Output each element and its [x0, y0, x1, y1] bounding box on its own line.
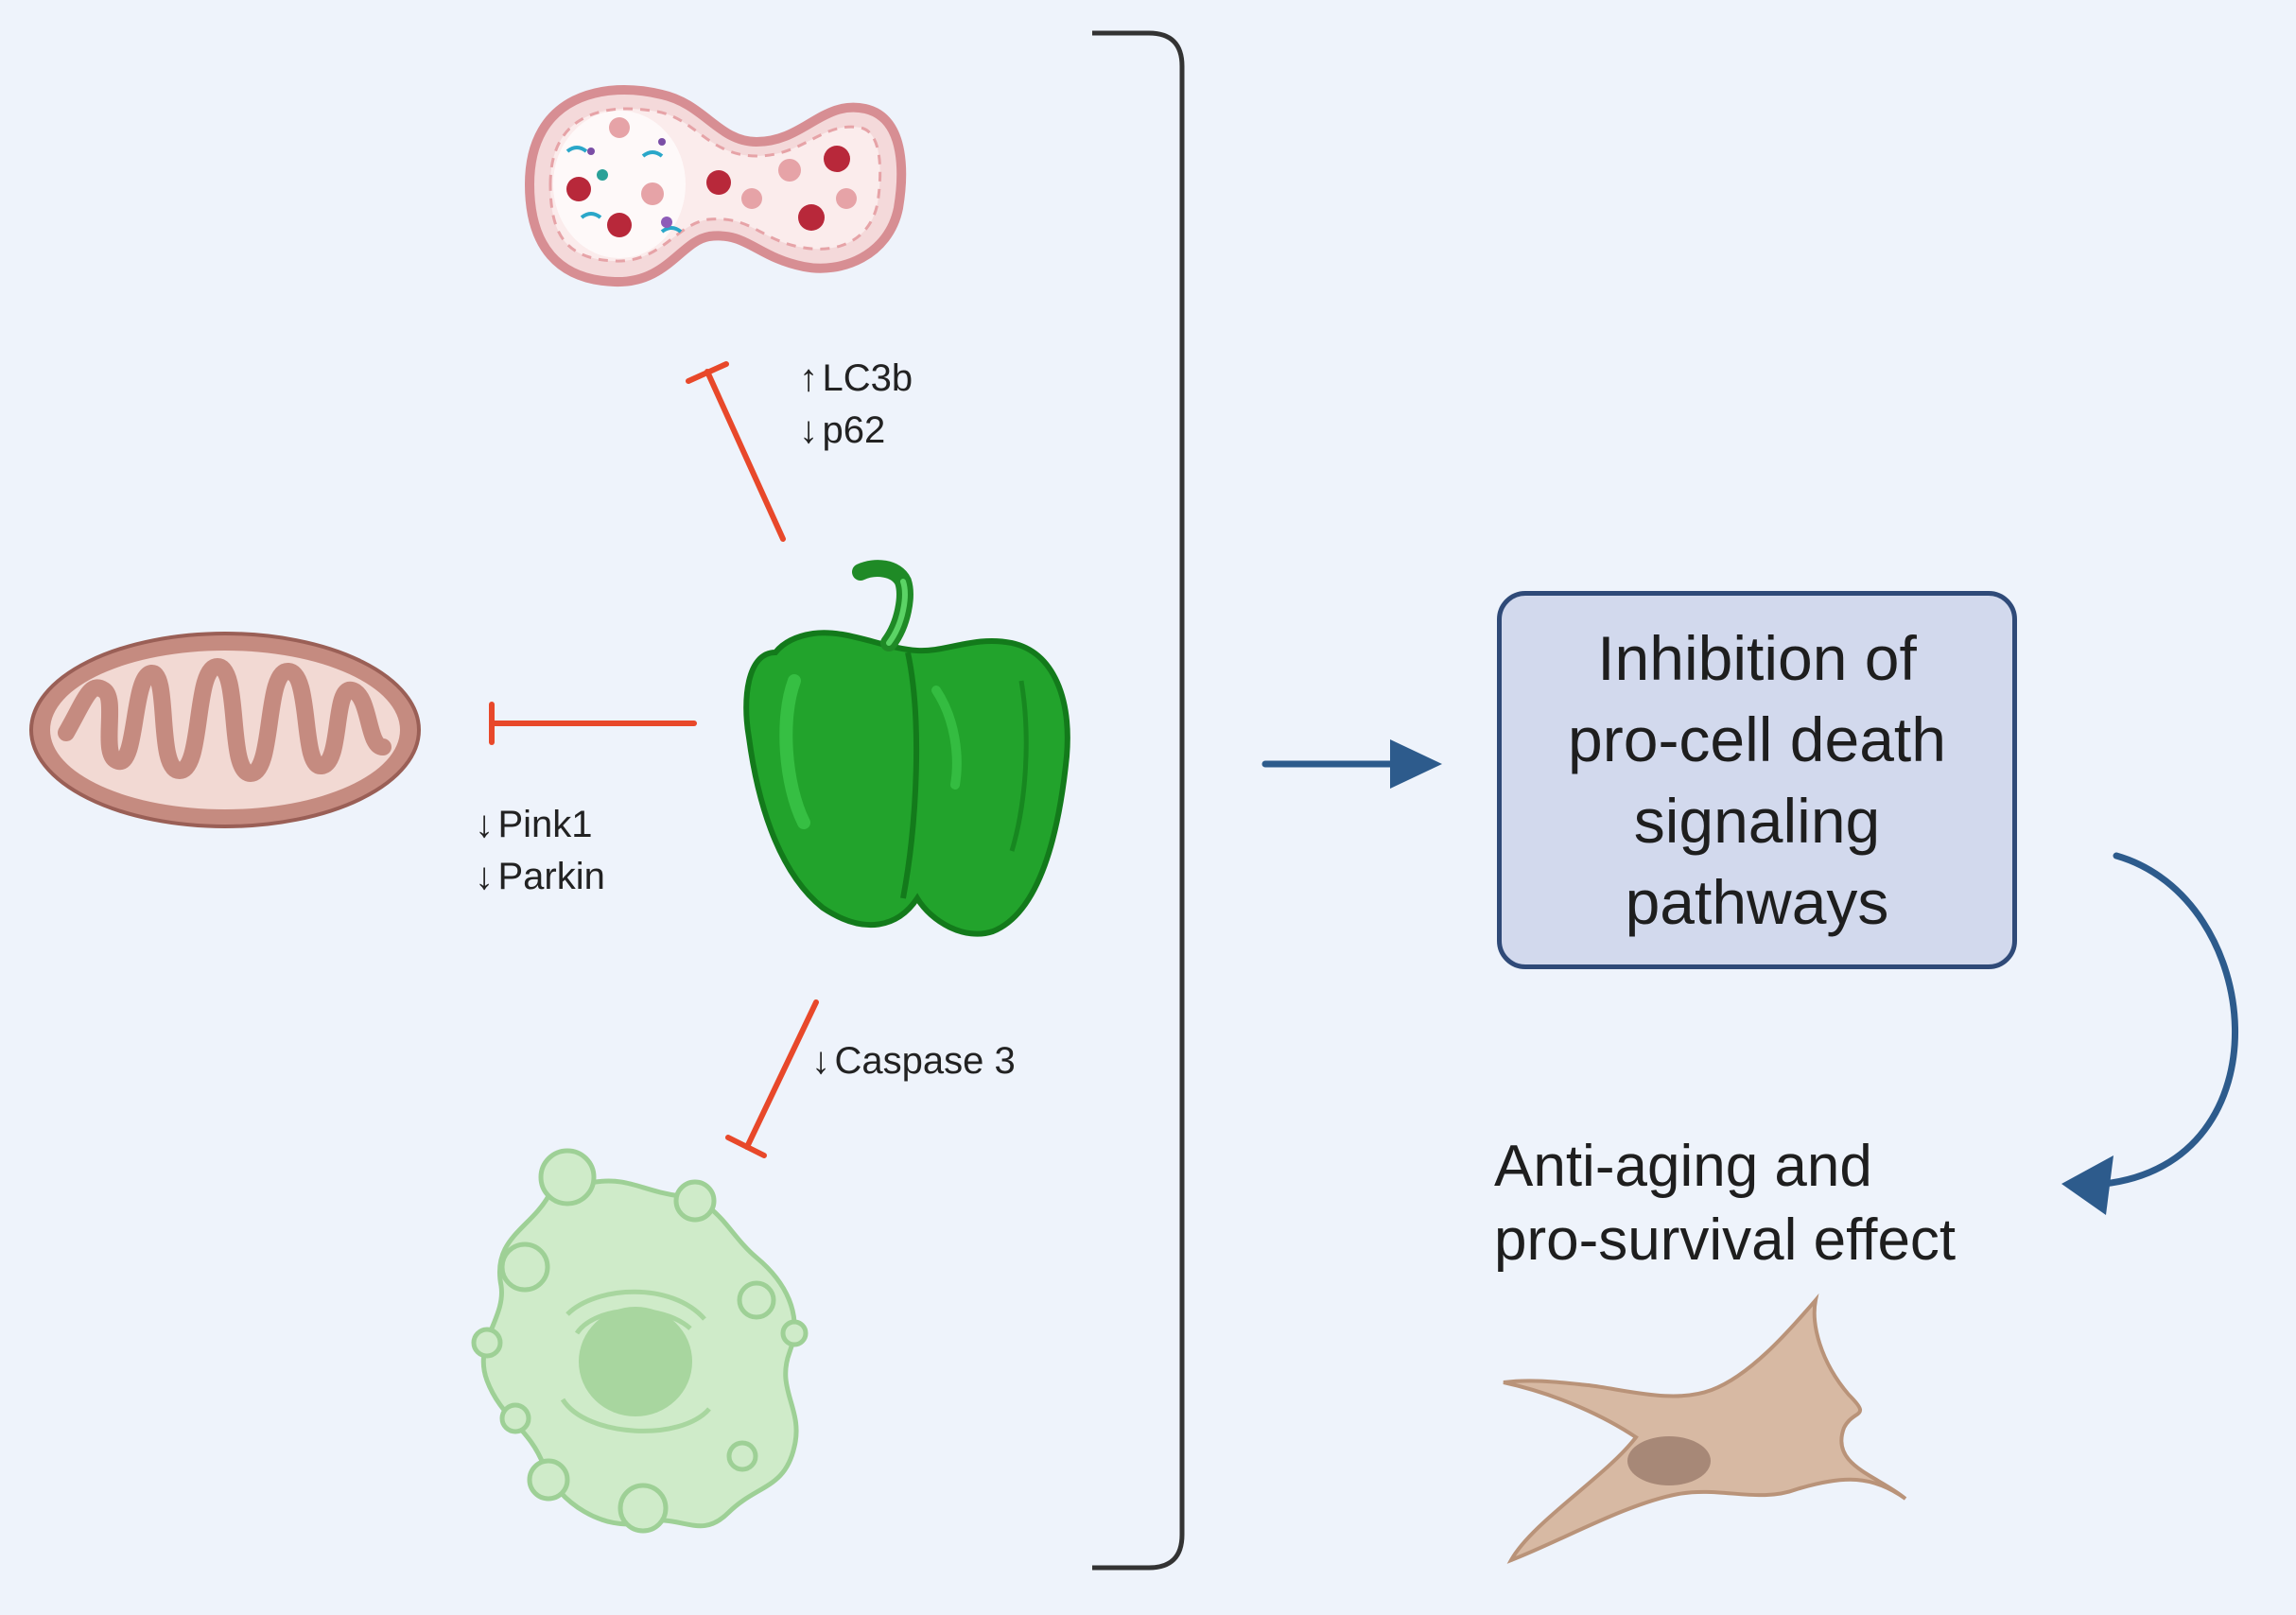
arrow-down-icon: ↓ — [475, 856, 494, 897]
autophagy-label-p62: ↓ p62 — [799, 409, 886, 451]
apoptotic-cell-icon — [471, 1148, 809, 1534]
apoptosis-label-caspase3: ↓ Caspase 3 — [811, 1040, 1016, 1082]
flow-arrow-right — [1261, 739, 1442, 789]
autophagy-label-lc3b: ↑ LC3b — [799, 357, 913, 399]
arrow-down-icon: ↓ — [811, 1040, 830, 1082]
inhibition-box-text: Inhibition of pro-cell death signaling p… — [1568, 623, 1946, 937]
autophagosome-icon — [524, 85, 907, 287]
bell-pepper-icon — [743, 560, 1070, 937]
arrow-down-icon: ↓ — [799, 409, 818, 451]
mitophagy-label-pink1: ↓ Pink1 — [475, 804, 593, 845]
mitochondrion-icon — [29, 632, 421, 828]
arrow-up-icon: ↑ — [799, 357, 818, 399]
inhibit-apoptosis-line — [725, 999, 819, 1158]
fibroblast-icon — [1503, 1293, 1907, 1564]
curved-arrow-down — [2061, 852, 2238, 1215]
inhibit-mitophagy-line — [489, 702, 697, 745]
mitophagy-label-parkin: ↓ Parkin — [475, 856, 605, 897]
inhibition-box: Inhibition of pro-cell death signaling p… — [1497, 591, 2017, 969]
inhibit-autophagy-line — [686, 361, 786, 542]
arrow-down-icon: ↓ — [475, 804, 494, 845]
outcome-text: Anti-aging and pro-survival effect — [1494, 1134, 1957, 1273]
grouping-bracket — [1092, 30, 1185, 1571]
